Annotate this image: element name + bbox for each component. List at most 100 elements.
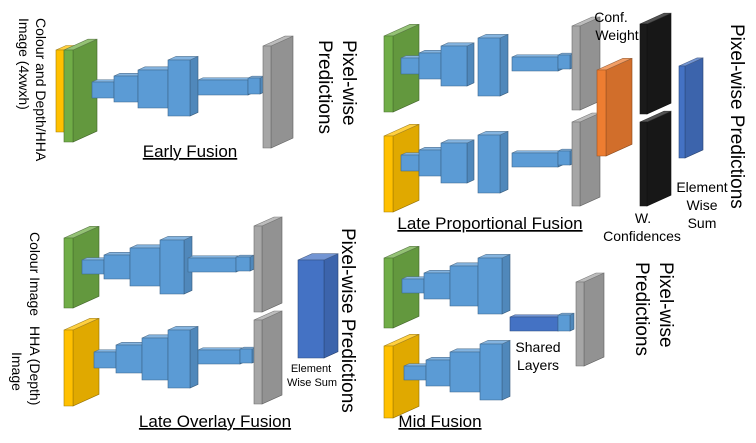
slab-front-face <box>383 35 394 113</box>
early-input-label-1: Colour and Depth/HHA <box>33 18 49 162</box>
slab-front-face <box>137 69 169 109</box>
slab-front-face <box>247 77 261 95</box>
lp-output-label: Pixel-wise Predictions <box>726 24 747 209</box>
slab-front-face <box>440 45 468 87</box>
slab-front-face <box>596 69 607 157</box>
lo-colour-branch <box>81 235 255 295</box>
slab-front-face <box>477 257 503 315</box>
slab-front-face <box>93 351 117 369</box>
slab-front-face <box>63 329 74 407</box>
early-fusion-title: Early Fusion <box>143 142 237 161</box>
slab-top-face <box>509 314 564 318</box>
early-output <box>262 35 294 149</box>
slab-front-face <box>197 79 249 96</box>
slab-front-face <box>63 237 74 309</box>
slab-front-face <box>239 348 253 364</box>
slab-front-face <box>262 45 272 149</box>
slab-front-face <box>557 54 571 70</box>
lo-hha-label-2: Image <box>9 352 25 391</box>
mf-output-label-1: Pixel-wise <box>655 262 676 348</box>
lp-layer <box>511 150 564 168</box>
lp-sum-label-3: Sum <box>688 215 717 231</box>
lp-sum-label-1: Element <box>676 179 727 195</box>
lp-layer <box>440 139 475 184</box>
slab-front-face <box>511 56 559 72</box>
lp-weighted-confidence <box>639 110 672 207</box>
lp-layer <box>511 54 564 72</box>
lo-layer <box>167 325 199 389</box>
slab-front-face <box>575 281 585 367</box>
lo-depth-branch <box>93 325 257 389</box>
lo-colour-output <box>253 216 283 313</box>
slab-front-face <box>383 345 394 419</box>
slab-side-face <box>569 312 575 332</box>
early-output-label-1: Pixel-wise <box>338 40 359 126</box>
slab-front-face <box>81 259 105 275</box>
slab-front-face <box>159 239 185 295</box>
lp-confidence-weight <box>596 57 633 157</box>
mf-output-label-2: Predictions <box>631 262 652 356</box>
slab-side-face <box>323 253 339 359</box>
slab-front-face <box>477 37 501 97</box>
slab-front-face <box>440 142 468 184</box>
slab-front-face <box>425 359 451 387</box>
lp-conf-weight-label-1: Conf. <box>594 9 627 25</box>
slab-front-face <box>91 81 115 99</box>
slab-front-face <box>167 59 191 117</box>
lp-colour-output <box>571 16 601 111</box>
lp-element-wise-sum <box>678 57 704 159</box>
lp-layer <box>477 130 509 194</box>
slab-side-face <box>646 12 672 115</box>
mf-shared-layer <box>509 314 564 332</box>
slab-front-face <box>639 121 648 207</box>
slab-front-face <box>383 257 394 329</box>
slab-front-face <box>55 49 65 133</box>
slab-front-face <box>197 349 241 365</box>
slab-front-face <box>167 329 191 389</box>
mf-shared-label-1: Shared <box>515 339 560 355</box>
slab-top-face <box>197 77 254 81</box>
slab-side-face <box>189 55 199 117</box>
slab-side-face <box>501 253 511 315</box>
slab-top-face <box>197 347 246 351</box>
slab-side-face <box>466 139 475 184</box>
slab-front-face <box>571 121 581 207</box>
slab-front-face <box>449 265 479 307</box>
slab-front-face <box>400 57 420 75</box>
lp-colour-branch <box>400 33 575 97</box>
lp-layer <box>557 148 575 166</box>
slab-front-face <box>401 278 425 294</box>
slab-side-face <box>583 272 605 367</box>
slab-front-face <box>418 52 442 80</box>
lo-depth-input <box>63 317 100 407</box>
lo-element-wise-sum <box>297 253 339 359</box>
late-proportional-panel: Conf. Weight W. Confidences Element Wise… <box>383 9 747 244</box>
late-overlay-title: Late Overlay Fusion <box>139 412 291 431</box>
lp-sum-label-2: Wise <box>686 197 717 213</box>
lo-depth-output <box>253 310 283 405</box>
slab-front-face <box>511 152 559 168</box>
slab-front-face <box>297 259 325 359</box>
lo-sum-label-2: Wise Sum <box>287 377 337 389</box>
slab-front-face <box>571 25 581 111</box>
lp-conf-weight-label-2: Weight <box>595 27 638 43</box>
slab-front-face <box>678 65 686 159</box>
slab-front-face <box>253 319 263 405</box>
slab-front-face <box>383 135 394 213</box>
slab-side-face <box>466 42 475 87</box>
lo-sum-label-1: Element <box>291 363 331 375</box>
early-input-stack <box>55 38 98 143</box>
mf-shared-label-2: Layers <box>517 357 559 373</box>
early-output-label-2: Predictions <box>314 40 335 134</box>
slab-front-face <box>103 254 131 280</box>
mf-layer <box>479 339 511 401</box>
early-layer <box>247 75 265 95</box>
early-fusion-panel: Colour and Depth/HHA Image (4xwxh) Pixel… <box>16 18 359 162</box>
lp-depth-output <box>571 112 601 207</box>
early-layer <box>197 77 254 96</box>
slab-front-face <box>477 134 501 194</box>
early-layer <box>167 55 199 117</box>
slab-side-face <box>684 57 704 159</box>
slab-front-face <box>129 247 161 287</box>
